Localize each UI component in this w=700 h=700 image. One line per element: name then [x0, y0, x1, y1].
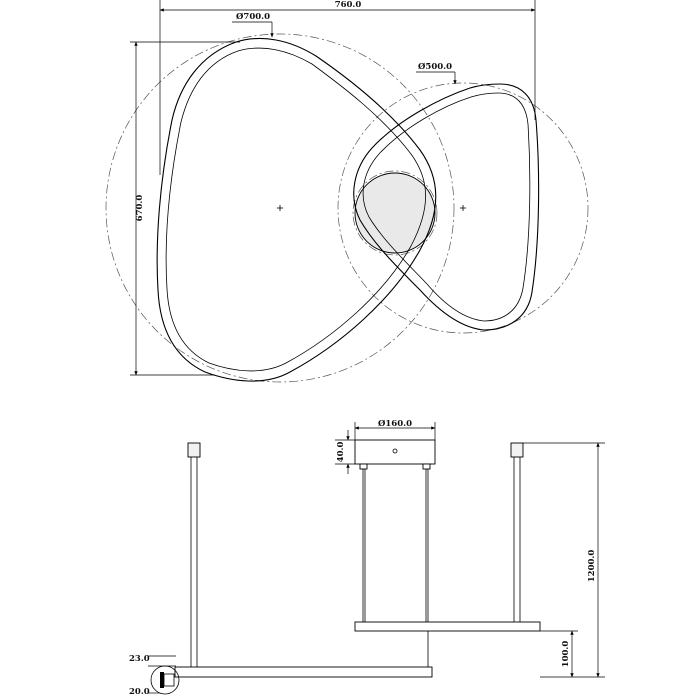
- small-ring-construction-circle: [337, 82, 589, 334]
- small-ring-center-mark: [460, 205, 466, 211]
- large-ring-construction-circle: [105, 33, 455, 383]
- side-view: Ø160.0 40.0 1200.0 100.0: [129, 418, 605, 697]
- canopy-disc-top: [354, 172, 436, 254]
- canopy-construction-circle: [352, 170, 438, 256]
- ring-section-profile: [160, 672, 164, 688]
- ring-offset-label: 100.0: [561, 641, 571, 668]
- total-height-dimension: 1200.0: [523, 442, 605, 678]
- ring-offset-dimension: 100.0: [540, 630, 578, 678]
- top-view: 760.0 670.0 Ø700.0 Ø500.0: [105, 0, 589, 383]
- large-ring-center-mark: [277, 205, 283, 211]
- large-ring-outline-inner: [165, 47, 426, 372]
- right-rod-top-cap: [510, 442, 524, 458]
- overall-width-dimension: 760.0: [159, 0, 536, 175]
- large-ring-diameter-label: Ø700.0: [236, 11, 270, 22]
- canopy-height-label: 40.0: [336, 442, 346, 463]
- canopy-screw: [392, 448, 398, 454]
- small-ring-diameter-leader: Ø500.0: [416, 61, 457, 85]
- ceiling-canopy: [354, 439, 436, 465]
- canopy-cable-grip-right: [422, 463, 431, 470]
- ring-section-circle: [150, 665, 180, 695]
- ring-section-detail: 23.0 20.0: [129, 654, 180, 697]
- left-rod-top-cap: [187, 442, 201, 458]
- canopy-diameter-dimension: Ø160.0: [354, 418, 436, 440]
- overall-height-dimension: 670.0: [130, 41, 240, 376]
- canopy-diameter-label: Ø160.0: [378, 418, 412, 429]
- upper-ring-side: [354, 621, 541, 632]
- overall-height-label: 670.0: [135, 195, 145, 222]
- total-height-label: 1200.0: [587, 550, 597, 583]
- small-ring-diameter-label: Ø500.0: [418, 61, 452, 72]
- large-ring-outline-outer: [156, 37, 437, 382]
- lower-ring-side: [174, 666, 433, 678]
- small-ring-outline-inner: [362, 92, 531, 322]
- small-ring-outline-outer: [353, 83, 540, 331]
- ring-thickness-a-label: 23.0: [129, 654, 150, 664]
- large-ring-diameter-leader: Ø700.0: [232, 11, 274, 38]
- canopy-cable-grip-left: [359, 463, 368, 470]
- overall-width-label: 760.0: [335, 0, 362, 10]
- ring-thickness-b-label: 20.0: [129, 687, 150, 697]
- canopy-height-dimension: 40.0: [335, 430, 355, 474]
